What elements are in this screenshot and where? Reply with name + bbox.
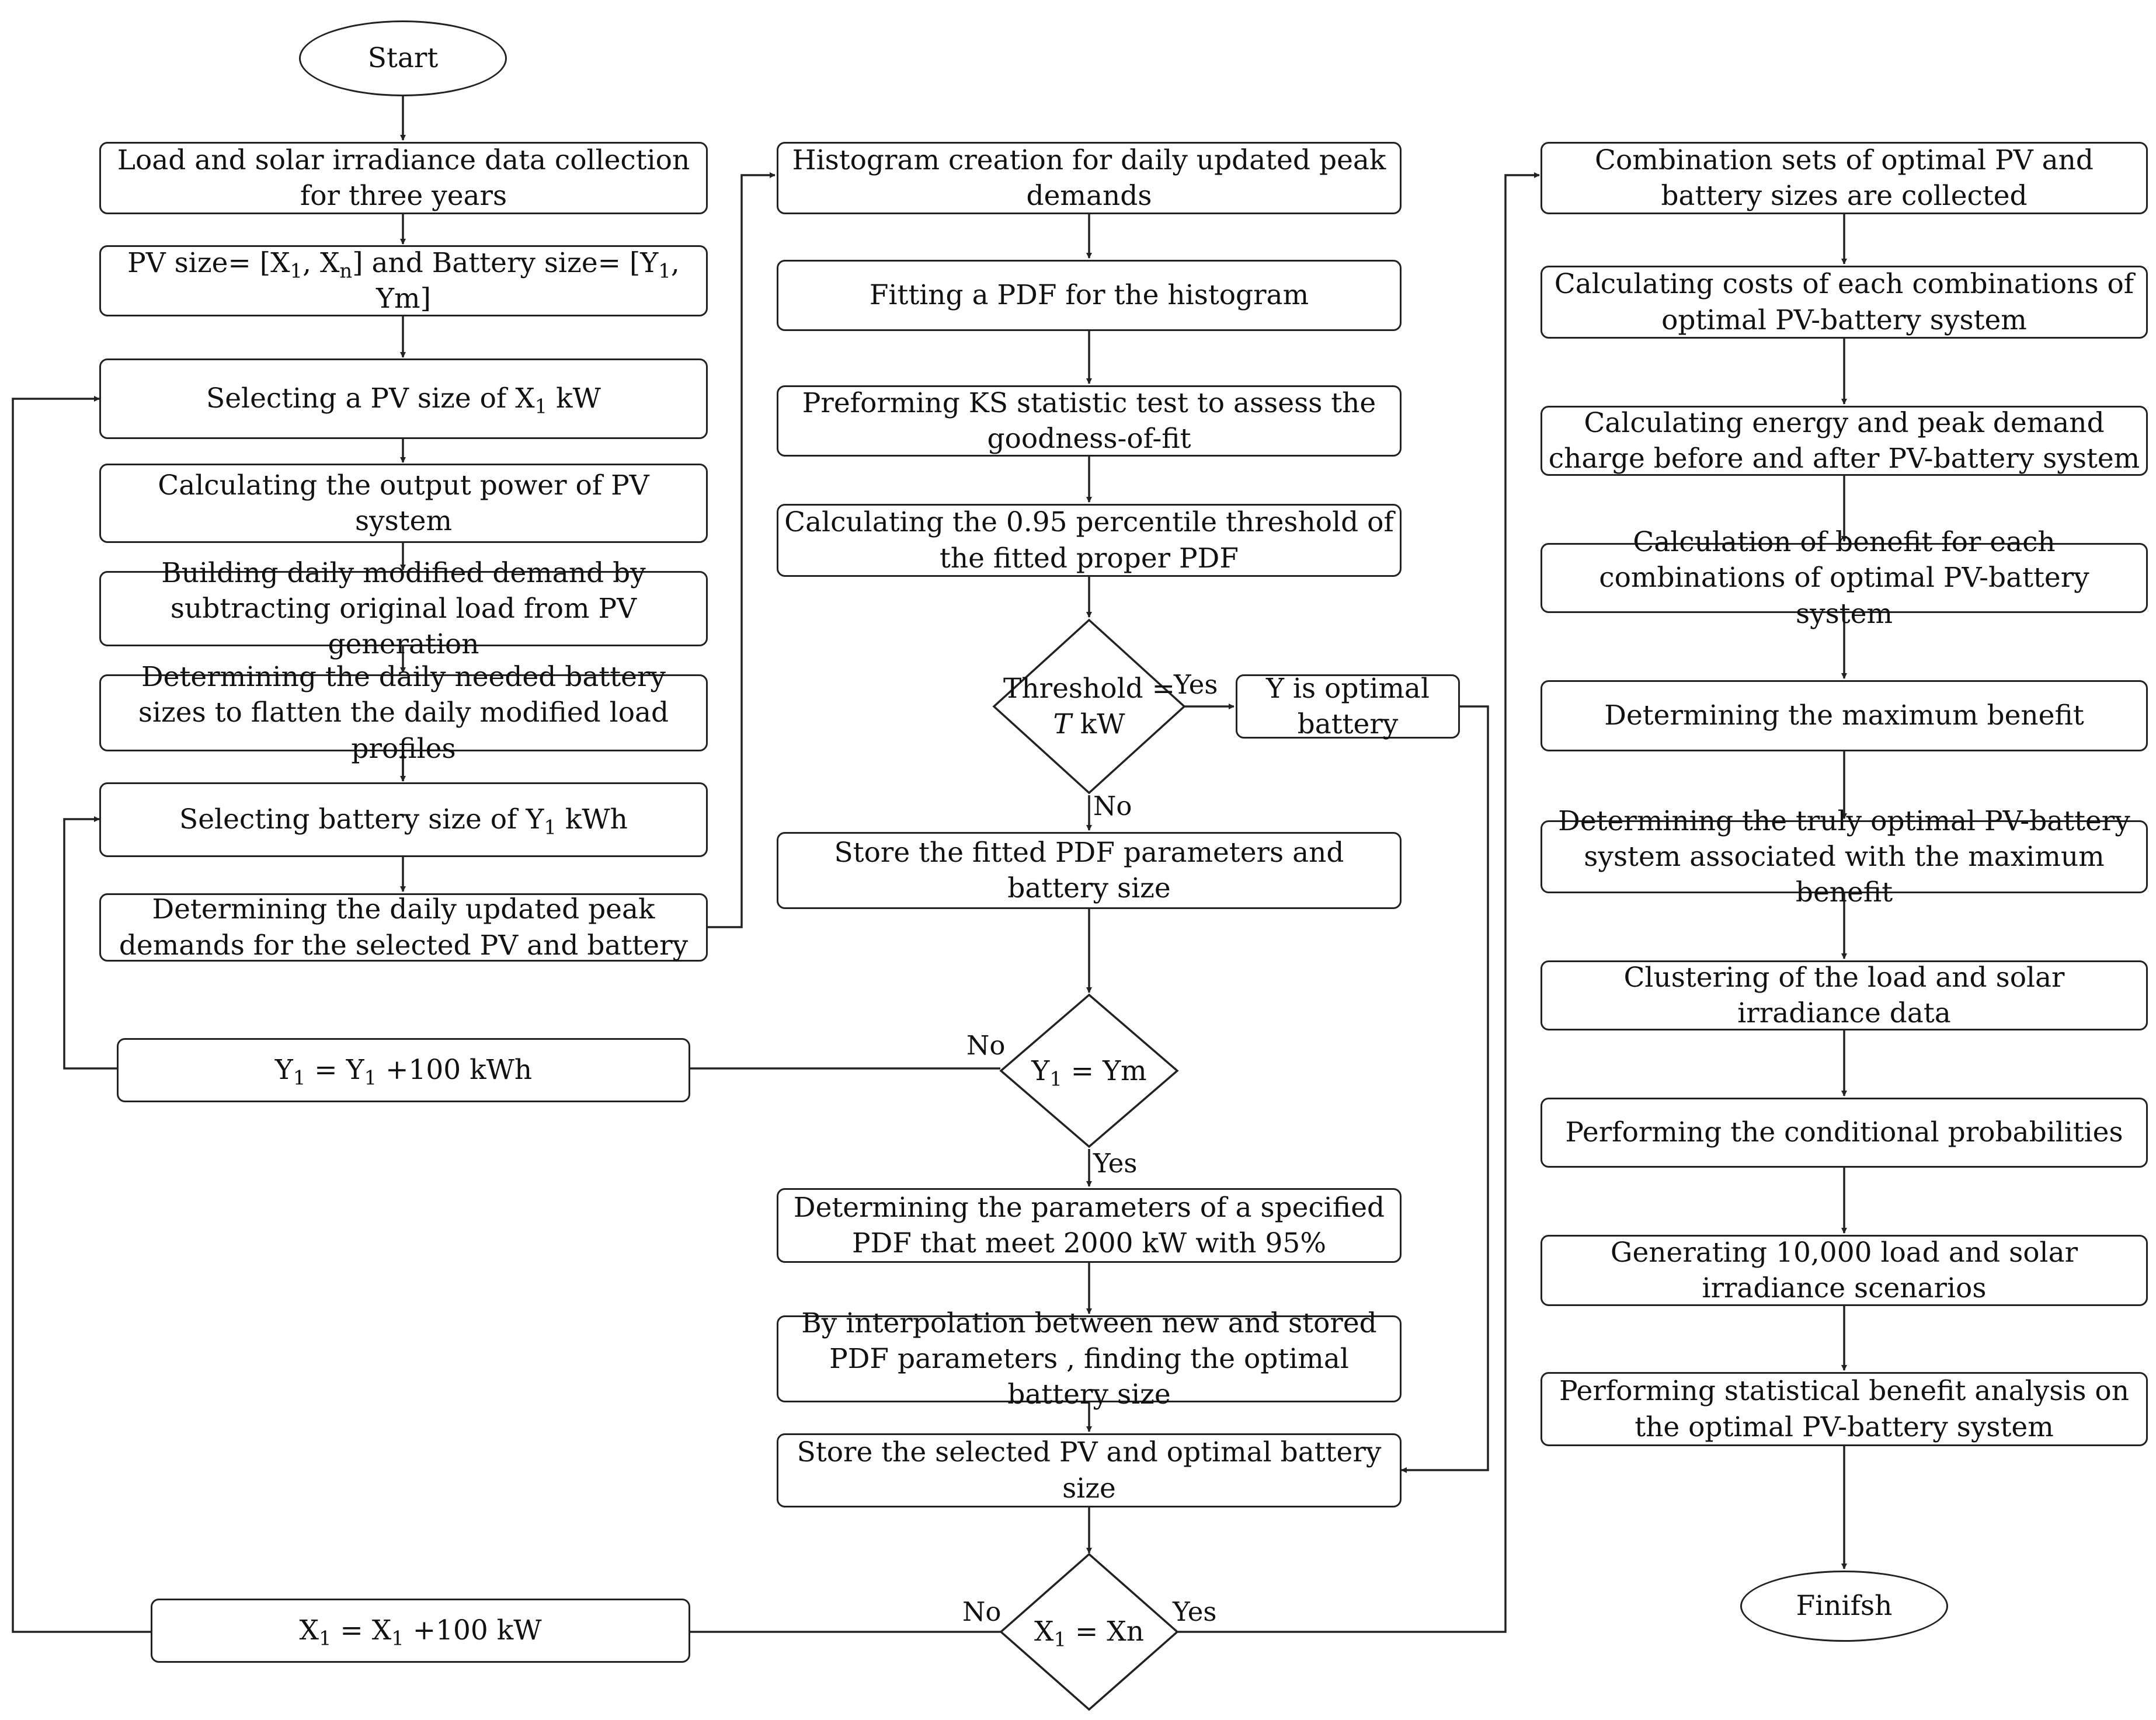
x-equals-sub: 1 xyxy=(1053,1628,1066,1651)
store-selected-box: Store the selected PV and optimal batter… xyxy=(777,1433,1402,1507)
pv-size-text: PV size= [X xyxy=(127,246,290,279)
select-battery-text: Selecting battery size of Y xyxy=(179,803,544,836)
x-increment-box: X1 = X1 +100 kW xyxy=(151,1599,690,1663)
threshold-label: Threshold = T kW xyxy=(1000,666,1178,747)
threshold-text: kW xyxy=(1071,708,1125,740)
x-increment-text: = X xyxy=(331,1614,392,1647)
y-equals-yes-label: Yes xyxy=(1093,1148,1138,1179)
store-fitted-box: Store the fitted PDF parameters and batt… xyxy=(777,832,1402,909)
load-collection-box: Load and solar irradiance data collectio… xyxy=(99,142,708,214)
x-equals-text: X xyxy=(1034,1615,1054,1648)
build-demand-box: Building daily modified demand by subtra… xyxy=(99,557,708,660)
truly-optimal-box: Determining the truly optimal PV-battery… xyxy=(1541,805,2148,908)
select-pv-text: kW xyxy=(547,382,601,415)
select-pv-sub: 1 xyxy=(534,395,548,418)
ks-test-box: Preforming KS statistic test to assess t… xyxy=(777,385,1402,457)
threshold-yes-label: Yes xyxy=(1174,669,1218,700)
interpolation-box: By interpolation between new and stored … xyxy=(777,1307,1402,1411)
y-equals-diamond xyxy=(999,993,1179,1148)
calc-benefit-box: Calculation of benefit for each combinat… xyxy=(1541,526,2148,630)
select-pv-text: Selecting a PV size of X xyxy=(206,382,535,415)
arrow-updatedpeak-to-histogram xyxy=(707,172,776,928)
updated-peak-box: Determining the daily updated peak deman… xyxy=(99,893,708,962)
select-battery-box: Selecting battery size of Y1 kWh xyxy=(99,782,708,857)
threshold-no-label: No xyxy=(1093,791,1132,821)
pv-size-text: , X xyxy=(302,246,340,279)
pv-battery-size-box: PV size= [X1, Xn] and Battery size= [Y1,… xyxy=(99,245,708,316)
select-pv-box: Selecting a PV size of X1 kW xyxy=(99,358,708,439)
y-equals-no-label: No xyxy=(966,1030,1006,1061)
y-increment-text: = Y xyxy=(305,1054,364,1087)
threshold-text: Threshold = xyxy=(1003,672,1176,705)
x-increment-sub: 1 xyxy=(391,1627,404,1650)
x-equals-label: X1 = Xn xyxy=(1010,1600,1168,1664)
pv-size-sub: 1 xyxy=(290,259,303,283)
max-benefit-box: Determining the maximum benefit xyxy=(1541,680,2148,751)
specified-pdf-box: Determining the parameters of a specifie… xyxy=(777,1188,1402,1263)
calc-output-box: Calculating the output power of PV syste… xyxy=(99,464,708,543)
threshold-diamond xyxy=(992,618,1186,795)
y-increment-box: Y1 = Y1 +100 kWh xyxy=(117,1038,690,1102)
conditional-box: Performing the conditional probabilities xyxy=(1541,1098,2148,1168)
select-battery-sub: 1 xyxy=(544,816,557,839)
arrow-yincrement-to-selectbattery xyxy=(63,816,117,1070)
y-increment-sub: 1 xyxy=(364,1066,377,1089)
x-equals-no-label: No xyxy=(962,1596,1002,1627)
x-increment-text: X xyxy=(299,1614,319,1647)
pv-size-text: , Ym] xyxy=(376,246,680,315)
clustering-box: Clustering of the load and solar irradia… xyxy=(1541,960,2148,1030)
select-battery-text: kWh xyxy=(556,803,628,836)
x-increment-sub: 1 xyxy=(318,1627,332,1650)
arrow-xincrement-to-selectpv xyxy=(12,396,151,1633)
y-equals-label: Y1 = Ym xyxy=(1010,1039,1168,1103)
pv-size-text: ] and Battery size= [Y xyxy=(352,246,659,279)
arrow-yoptimal-to-storeselected xyxy=(1401,705,1489,1473)
y-optimal-box: Y is optimal battery xyxy=(1236,673,1460,740)
y-increment-text: Y xyxy=(274,1054,293,1087)
histogram-box: Histogram creation for daily updated pea… xyxy=(777,142,1402,214)
pv-size-sub: 1 xyxy=(658,259,671,283)
start-node: Start xyxy=(299,20,507,96)
x-equals-text: = Xn xyxy=(1066,1615,1144,1648)
y-equals-text: Y xyxy=(1031,1055,1050,1088)
percentile-box: Calculating the 0.95 percentile threshol… xyxy=(777,504,1402,577)
calc-energy-box: Calculating energy and peak demand charg… xyxy=(1541,406,2148,476)
finish-node: Finifsh xyxy=(1740,1571,1948,1642)
y-equals-text: = Ym xyxy=(1062,1055,1147,1088)
pv-size-sub: n xyxy=(339,259,353,283)
y-increment-text: +100 kWh xyxy=(377,1054,533,1087)
threshold-t: T xyxy=(1053,708,1072,740)
x-equals-yes-label: Yes xyxy=(1173,1596,1217,1627)
x-increment-text: +100 kW xyxy=(404,1614,542,1647)
combination-sets-box: Combination sets of optimal PV and batte… xyxy=(1541,142,2148,214)
y-equals-sub: 1 xyxy=(1049,1067,1062,1091)
arrow-xequals-yes-to-combination xyxy=(1178,172,1540,1633)
fit-pdf-box: Fitting a PDF for the histogram xyxy=(777,260,1402,331)
calc-costs-box: Calculating costs of each combinations o… xyxy=(1541,266,2148,339)
generating-box: Generating 10,000 load and solar irradia… xyxy=(1541,1235,2148,1306)
y-increment-sub: 1 xyxy=(293,1066,306,1089)
x-equals-diamond xyxy=(999,1552,1179,1711)
determine-battery-box: Determining the daily needed battery siz… xyxy=(99,661,708,765)
statistical-box: Performing statistical benefit analysis … xyxy=(1541,1372,2148,1446)
